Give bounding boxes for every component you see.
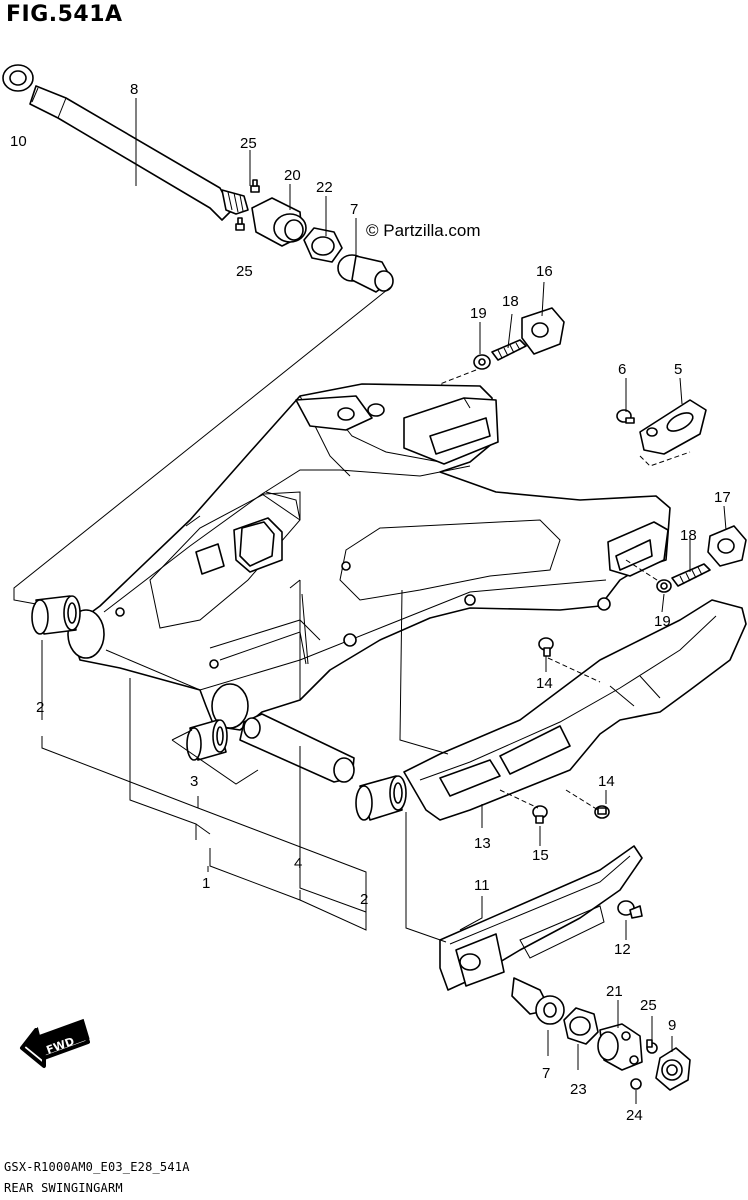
part-3-bearing[interactable] <box>186 719 228 761</box>
part-9-nut[interactable] <box>655 1047 691 1091</box>
part-16-chain-adjuster-left[interactable] <box>521 307 565 355</box>
callout-12[interactable]: 12 <box>614 941 631 958</box>
callout-19[interactable]: 19 <box>654 613 671 630</box>
callout-7[interactable]: 7 <box>350 201 358 218</box>
part-1-swingarm[interactable] <box>67 383 671 731</box>
callout-13[interactable]: 13 <box>474 835 491 852</box>
model-code: GSX-R1000AM0_E03_E28_541A <box>4 1160 190 1174</box>
callout-24[interactable]: 24 <box>626 1107 643 1124</box>
callout-5[interactable]: 5 <box>674 361 682 378</box>
part-14-bolt-lower[interactable] <box>594 805 610 819</box>
callout-18[interactable]: 18 <box>680 527 697 544</box>
part-13-chain-case[interactable] <box>403 599 747 821</box>
callout-labels: 8 10 25 20 22 7 25 16 18 19 6 5 17 18 19… <box>10 81 731 1124</box>
part-15-clip[interactable] <box>532 805 548 824</box>
section-name: REAR SWINGINGARM <box>4 1181 123 1195</box>
callout-25[interactable]: 25 <box>240 135 257 152</box>
callout-25[interactable]: 25 <box>640 997 657 1014</box>
part-2-bearing-left[interactable] <box>31 595 81 635</box>
figure-title: FIG.541A <box>6 2 123 27</box>
part-6-screw[interactable] <box>616 409 635 424</box>
part-5-guide-plate[interactable] <box>639 399 707 455</box>
callout-3[interactable]: 3 <box>190 773 198 790</box>
callout-18[interactable]: 18 <box>502 293 519 310</box>
callout-2[interactable]: 2 <box>36 699 44 716</box>
part-19-nut-upper[interactable] <box>473 354 491 370</box>
callout-6[interactable]: 6 <box>618 361 626 378</box>
callout-14[interactable]: 14 <box>598 773 615 790</box>
callout-17[interactable]: 17 <box>714 489 731 506</box>
part-21-adjuster-collar[interactable] <box>597 1023 643 1071</box>
callout-19[interactable]: 19 <box>470 305 487 322</box>
callout-15[interactable]: 15 <box>532 847 549 864</box>
callout-11[interactable]: 11 <box>474 877 490 894</box>
callout-8[interactable]: 8 <box>130 81 138 98</box>
part-12-bolt[interactable] <box>617 900 643 919</box>
callout-21[interactable]: 21 <box>606 983 623 1000</box>
part-23-lock-nut[interactable] <box>563 1007 599 1045</box>
part-4-spacer[interactable] <box>239 713 355 783</box>
part-2-bearing-center[interactable] <box>355 775 407 821</box>
callout-20[interactable]: 20 <box>284 167 301 184</box>
callout-10[interactable]: 10 <box>10 133 27 150</box>
part-18-adjuster-bolt-upper[interactable] <box>491 339 527 361</box>
callout-16[interactable]: 16 <box>536 263 553 280</box>
part-7-bushing-lower[interactable] <box>511 977 565 1025</box>
part-24-plug[interactable] <box>630 1078 642 1090</box>
part-11-chain-slider[interactable] <box>439 845 643 991</box>
part-18-adjuster-bolt-lower[interactable] <box>671 563 711 587</box>
part-10-pivot-nut[interactable] <box>2 64 34 92</box>
callout-22[interactable]: 22 <box>316 179 333 196</box>
part-19-nut-lower[interactable] <box>656 579 672 593</box>
callout-25[interactable]: 25 <box>236 263 253 280</box>
callout-4[interactable]: 4 <box>294 855 302 872</box>
leader-lines <box>13 98 727 1104</box>
part-7-bushing-upper[interactable] <box>337 254 394 293</box>
part-25-bolt-lower[interactable] <box>235 217 245 231</box>
callout-1[interactable]: 1 <box>202 875 210 892</box>
part-14-bolt-upper[interactable] <box>538 637 554 657</box>
callout-2[interactable]: 2 <box>360 891 368 908</box>
callout-23[interactable]: 23 <box>570 1081 587 1098</box>
callout-7[interactable]: 7 <box>542 1065 550 1082</box>
watermark-text: © Partzilla.com <box>366 221 481 240</box>
part-22-lock-nut[interactable] <box>303 227 343 263</box>
fwd-arrow-icon: FWD <box>20 1018 90 1068</box>
part-8-pivot-shaft[interactable] <box>29 85 249 221</box>
callout-14[interactable]: 14 <box>536 675 553 692</box>
part-20-adjuster-collar[interactable] <box>251 197 307 247</box>
part-25-bolt-lower-right[interactable] <box>646 1039 658 1054</box>
part-25-bolt-upper[interactable] <box>250 179 260 193</box>
callout-9[interactable]: 9 <box>668 1017 676 1034</box>
part-17-chain-adjuster-right[interactable] <box>707 525 747 567</box>
